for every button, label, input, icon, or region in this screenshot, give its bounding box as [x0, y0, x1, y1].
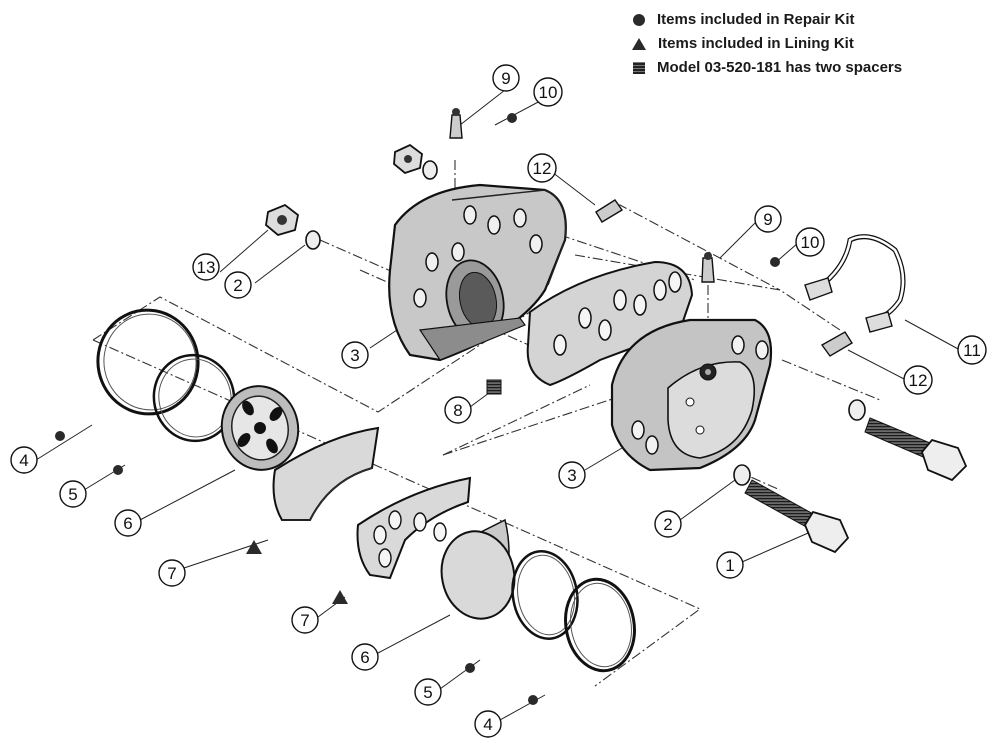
lining-kit-triangle-icon: [632, 38, 646, 50]
svg-text:1: 1: [725, 556, 734, 575]
svg-text:12: 12: [909, 371, 928, 390]
fitting-upper: [595, 199, 624, 223]
callout-3-left: 3: [341, 341, 369, 369]
spacer-square-icon: [633, 62, 645, 74]
callout-5-left: 5: [59, 480, 87, 508]
svg-text:3: 3: [350, 346, 359, 365]
bolt-upper: [864, 417, 968, 482]
callout-3-right: 3: [558, 461, 586, 489]
svg-text:2: 2: [663, 515, 672, 534]
callouts: 13 2 3 4 5 6 7 8 9 10 12 9 10 11 12 3 2 …: [10, 64, 987, 738]
seal-ring-left-large: [96, 308, 200, 416]
callout-9-top: 9: [492, 64, 520, 92]
svg-text:7: 7: [167, 564, 176, 583]
callout-12-top: 12: [527, 153, 557, 183]
callout-13: 13: [192, 253, 220, 281]
callout-10-right: 10: [795, 227, 825, 257]
legend-row-repair-kit: Items included in Repair Kit: [632, 8, 902, 32]
svg-text:5: 5: [68, 485, 77, 504]
svg-text:10: 10: [539, 83, 558, 102]
svg-text:5: 5: [423, 683, 432, 702]
repair-kit-dot-icon: [633, 14, 645, 26]
piston-left: [220, 385, 300, 471]
svg-text:6: 6: [123, 514, 132, 533]
svg-text:3: 3: [567, 466, 576, 485]
svg-text:6: 6: [360, 648, 369, 667]
brake-line-tube: [804, 234, 906, 333]
lining-pad-left: [272, 426, 380, 521]
caliper-housing-left: [388, 183, 567, 362]
callout-2-left: 2: [224, 271, 252, 299]
callout-7-left: 7: [158, 559, 186, 587]
svg-text:2: 2: [233, 276, 242, 295]
legend-row-lining-kit: Items included in Lining Kit: [632, 32, 902, 56]
nut-top: [393, 143, 423, 175]
lining-pad-right: [356, 476, 472, 580]
callout-5-right: 5: [414, 678, 442, 706]
svg-text:13: 13: [197, 258, 216, 277]
svg-text:10: 10: [801, 233, 820, 252]
lining-kit-markers: [246, 540, 348, 604]
seal-ring-left-small: [152, 353, 236, 443]
fitting-lower: [820, 331, 853, 357]
svg-text:4: 4: [19, 451, 28, 470]
nut-13: [265, 203, 299, 236]
seal-ring-right-large: [564, 577, 636, 673]
legend: Items included in Repair Kit Items inclu…: [632, 8, 902, 80]
svg-text:11: 11: [963, 341, 981, 360]
legend-repair-kit-label: Items included in Repair Kit: [657, 11, 855, 28]
svg-text:4: 4: [483, 715, 492, 734]
callout-1: 1: [716, 551, 744, 579]
piston-right: [440, 518, 516, 620]
repair-kit-markers: [55, 113, 780, 705]
callout-8: 8: [444, 396, 472, 424]
bolt-lower: [744, 479, 850, 554]
callout-11: 11: [957, 335, 987, 365]
legend-row-spacers: Model 03-520-181 has two spacers: [632, 56, 902, 80]
legend-spacers-label: Model 03-520-181 has two spacers: [657, 59, 903, 76]
svg-text:8: 8: [453, 401, 462, 420]
svg-text:12: 12: [533, 159, 552, 178]
callout-10-top: 10: [533, 77, 563, 107]
callout-7-right: 7: [291, 606, 319, 634]
callout-12-right: 12: [903, 365, 933, 395]
svg-text:9: 9: [501, 69, 510, 88]
callout-4-right: 4: [474, 710, 502, 738]
svg-text:9: 9: [763, 210, 772, 229]
callout-6-right: 6: [351, 643, 379, 671]
washers: [305, 160, 866, 486]
caliper-housing-right: [610, 318, 773, 472]
bleeder-screw-top: [449, 108, 463, 139]
callout-4-left: 4: [10, 446, 38, 474]
bleeder-screw-right: [701, 252, 715, 283]
callout-6-left: 6: [114, 509, 142, 537]
callout-9-right: 9: [754, 205, 782, 233]
svg-text:7: 7: [300, 611, 309, 630]
callout-2-right: 2: [654, 510, 682, 538]
legend-lining-kit-label: Items included in Lining Kit: [658, 35, 854, 52]
spacer-block-icon: [486, 379, 502, 395]
